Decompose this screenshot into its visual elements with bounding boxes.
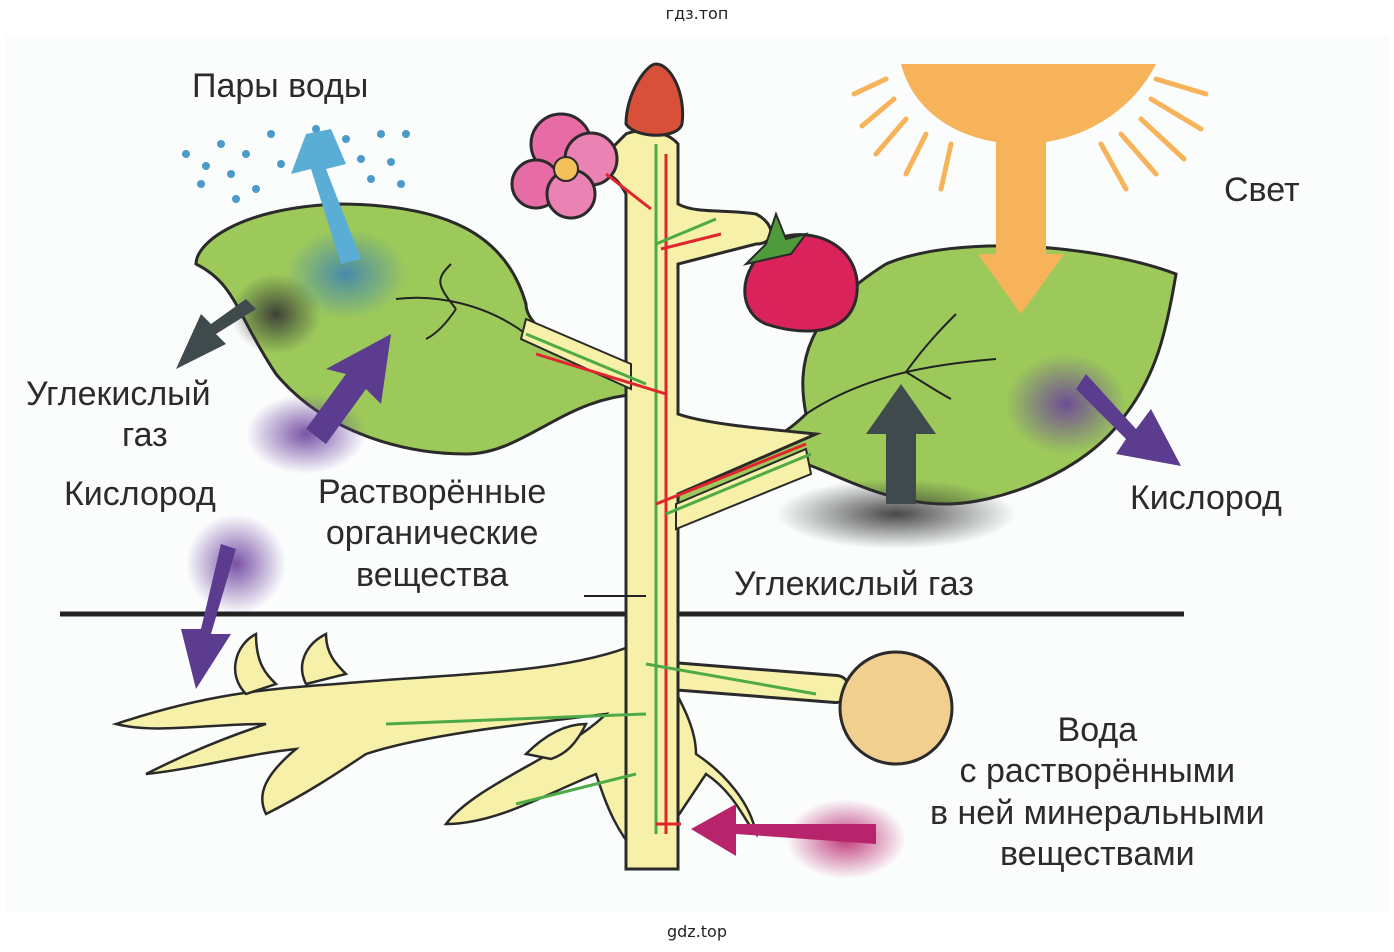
co2-spray-left: [231, 274, 321, 354]
roots: [111, 631, 758, 866]
label-oxygen-right: Кислород: [1130, 479, 1282, 517]
water-droplets: [182, 125, 410, 203]
mineral-arrow: [691, 804, 876, 856]
label-water-line1: Вода: [1057, 711, 1138, 749]
flower: [510, 112, 619, 220]
co2-intake-arrow-left: [306, 334, 391, 444]
co2-arrow-right: [866, 384, 936, 504]
left-leaf-vein: [395, 263, 527, 340]
water-vapor-arrow: [291, 129, 361, 264]
label-oxygen-left: Кислород: [64, 475, 216, 513]
label-co2-right: Углекислый газ: [734, 565, 974, 603]
label-organic-line3: вещества: [356, 555, 509, 594]
label-water-minerals: Вода с растворёнными в ней минеральными …: [930, 710, 1265, 876]
plant-diagram: Пары воды Свет Углекислый газ Кислород К…: [6, 34, 1390, 912]
oxygen-arrow-right: [1076, 374, 1181, 466]
berry-calyx: [742, 211, 809, 266]
label-water-line4: веществами: [1000, 835, 1195, 874]
label-water-line3: в ней минеральными: [930, 793, 1265, 832]
label-light: Свет: [1224, 171, 1300, 209]
flow-arrows: [385, 144, 817, 834]
label-co2-left: Углекислый газ: [26, 374, 211, 457]
label-co2-left-line1: Углекислый: [26, 375, 211, 413]
watermark-top: гдз.топ: [665, 4, 729, 23]
watermark-bottom: gdz.top: [666, 922, 727, 941]
tuber: [838, 650, 954, 766]
co2-spray-right: [776, 479, 1016, 549]
oxygen-arrow-left: [181, 544, 236, 689]
bud: [624, 62, 685, 137]
label-water-vapor: Пары воды: [192, 67, 369, 105]
label-water-line2: с растворёнными: [959, 752, 1236, 791]
label-organic-line1: Растворённые: [318, 473, 547, 511]
right-leaf-vein: [805, 313, 997, 415]
label-organic-substances: Растворённые органические вещества: [318, 472, 546, 596]
co2-release-arrow-left: [176, 299, 256, 369]
sun: [851, 64, 1209, 314]
oxygen-spray-left: [186, 514, 286, 614]
diagram-canvas: [60, 62, 1209, 879]
label-organic-line2: органические: [325, 514, 539, 553]
oxygen-spray-right: [1006, 354, 1126, 454]
label-co2-left-line2: газ: [122, 416, 168, 455]
